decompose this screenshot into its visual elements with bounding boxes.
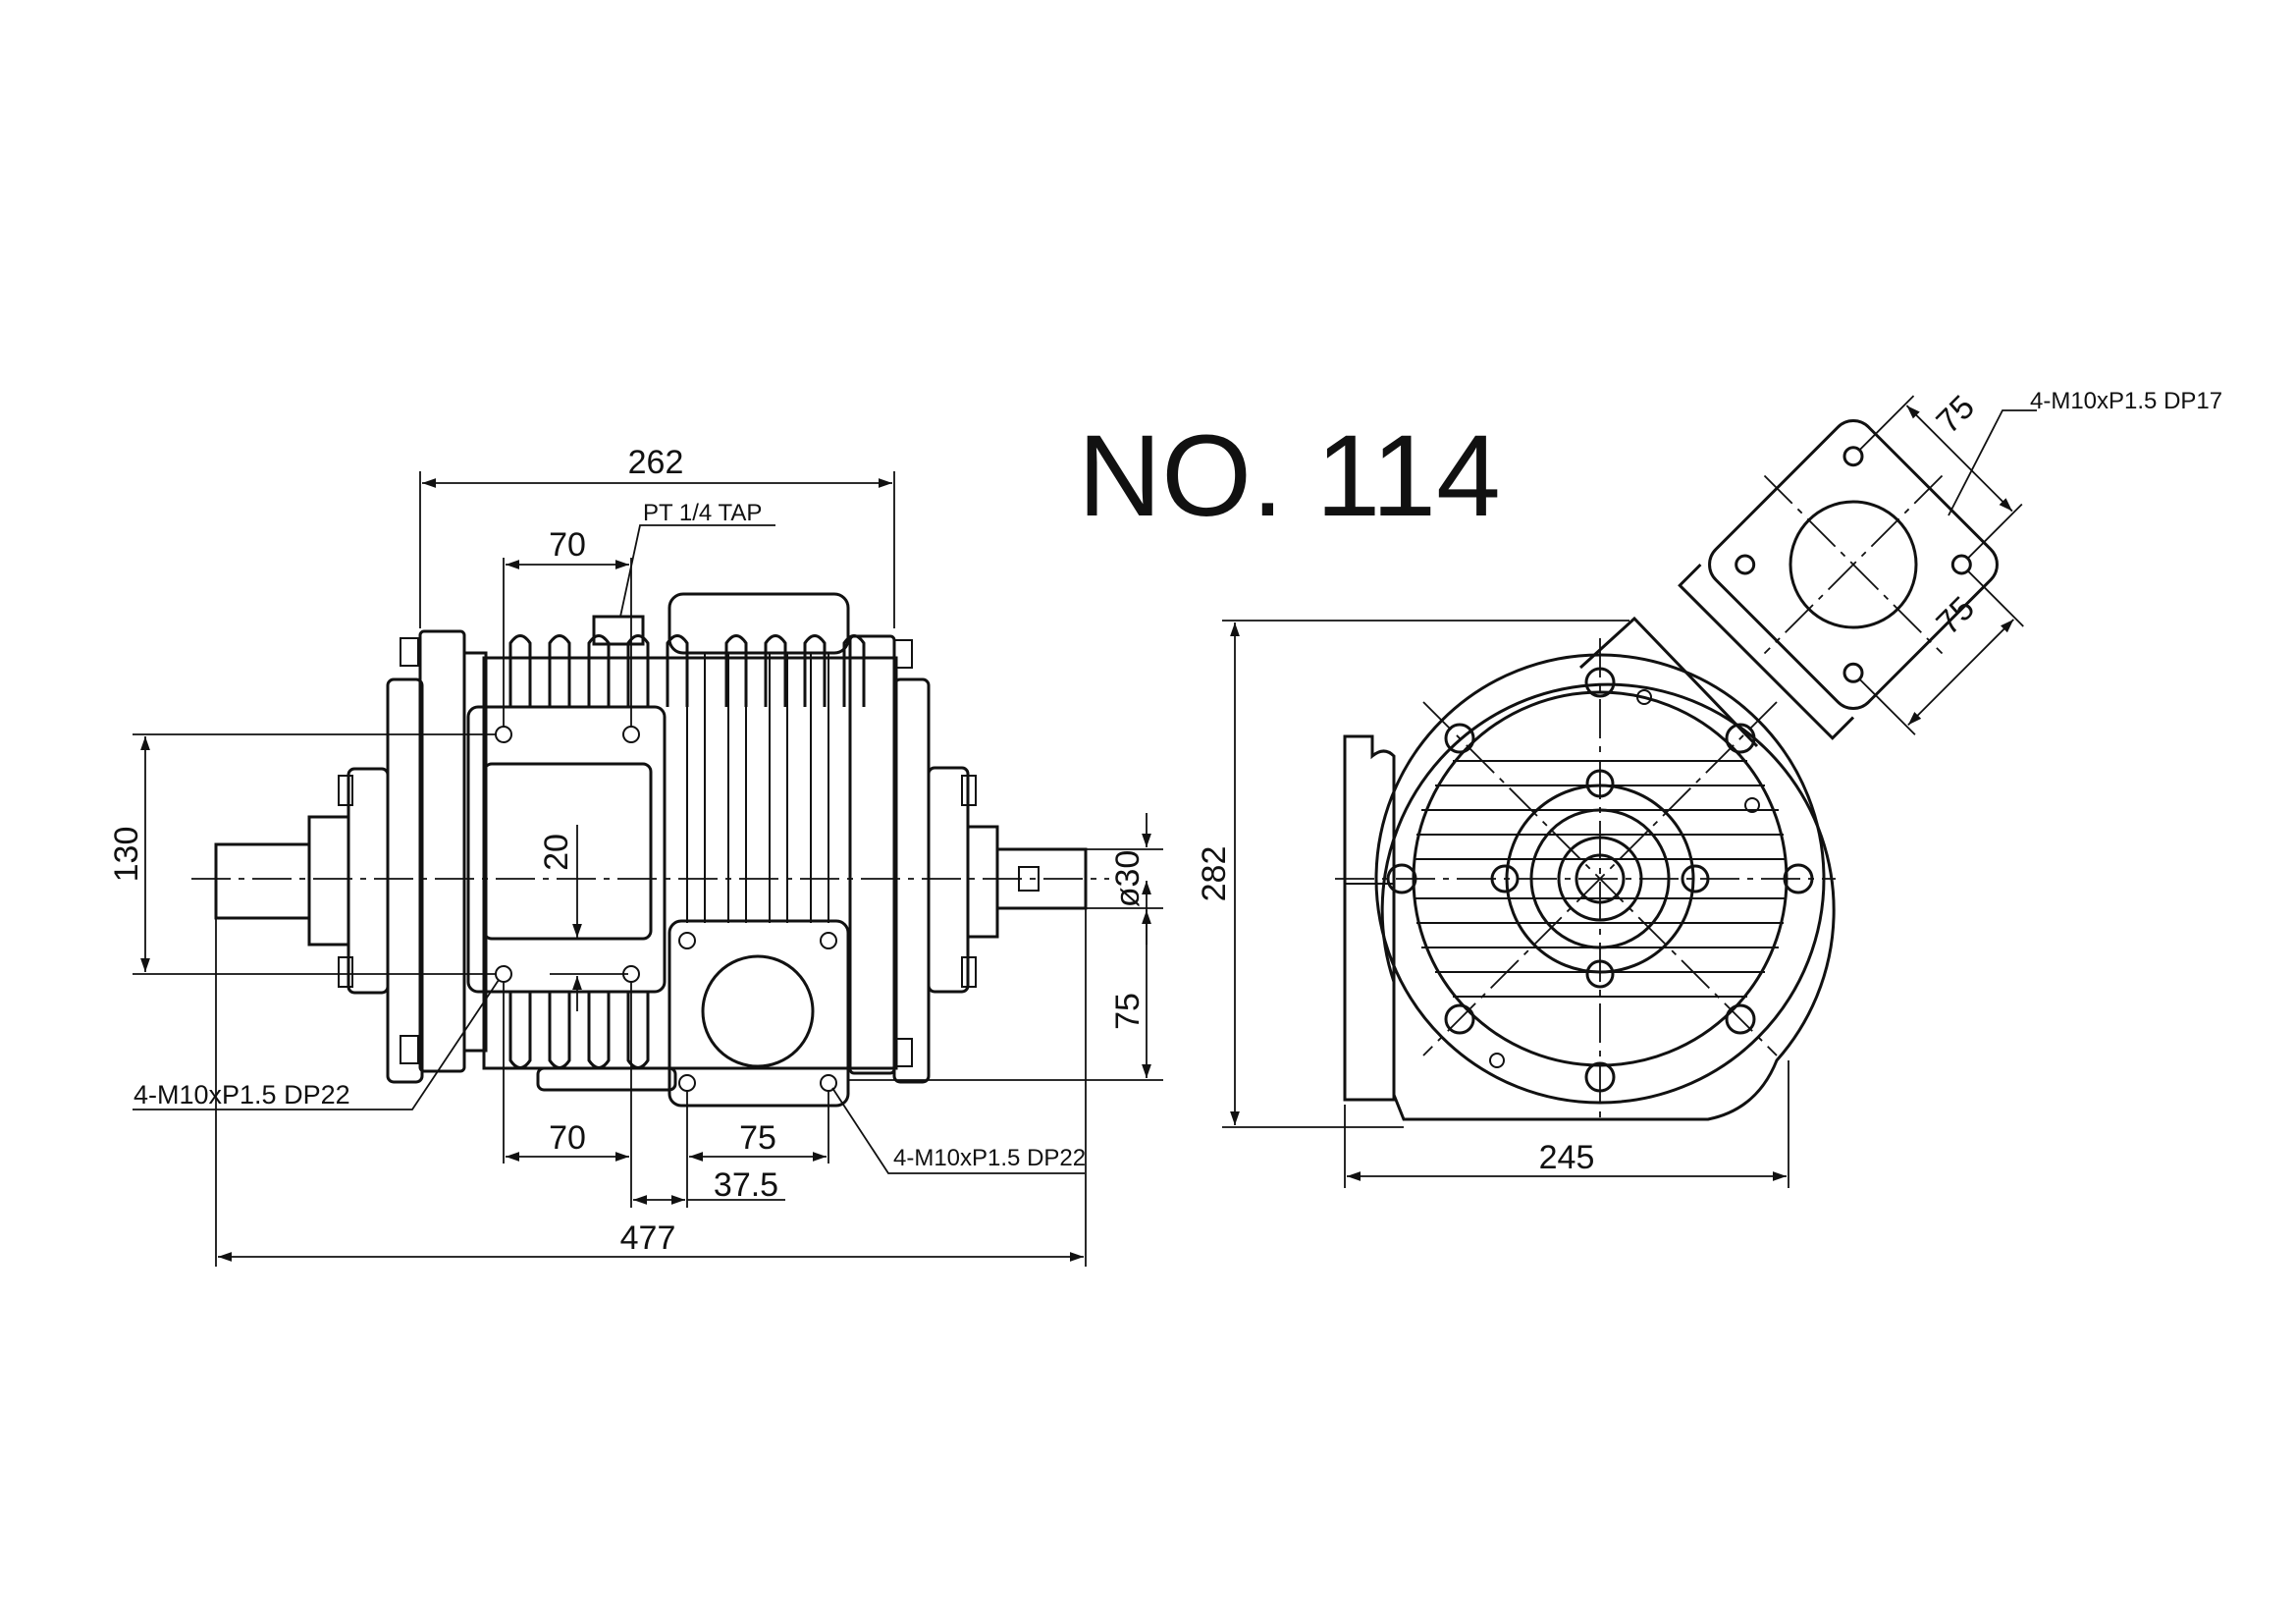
end-centerline-d2 — [1422, 701, 1778, 1056]
right-flange-bolt-1 — [893, 639, 913, 669]
flange-detail — [1678, 395, 2024, 740]
dim-70-bottom: 70 — [549, 1119, 586, 1157]
left-shaft — [214, 842, 311, 920]
detail-bolt-3 — [1735, 554, 1756, 575]
right-bolt-bottom — [961, 956, 977, 988]
port-window — [482, 762, 653, 941]
detail-bolt-4 — [1842, 662, 1864, 683]
outlet-bolt-3 — [678, 1074, 696, 1092]
dim-130: 130 — [108, 827, 145, 883]
dim-282: 282 — [1196, 846, 1233, 902]
end-view — [1335, 616, 1836, 1121]
tap-port — [592, 615, 645, 646]
dim-70-top: 70 — [549, 526, 586, 564]
left-end-cover — [386, 677, 424, 1084]
outlet-bolt-4 — [820, 1074, 837, 1092]
note-thread-flange: 4-M10xP1.5 DP17 — [2030, 388, 2222, 414]
outlet-bore — [701, 954, 815, 1068]
dim-75-flange: 75 — [739, 1119, 776, 1157]
body-fins — [686, 653, 829, 923]
tapped-hole-1 — [1636, 689, 1652, 705]
outlet-bolt-1 — [678, 932, 696, 949]
left-bearing-cover — [347, 767, 390, 995]
left-shaft-hub — [307, 815, 350, 947]
right-bolt-top — [961, 775, 977, 806]
outlet-neck — [1578, 616, 1759, 748]
dim-75-right: 75 — [1109, 993, 1147, 1030]
tapped-hole-3 — [1489, 1053, 1505, 1068]
port-bolt-2 — [622, 726, 640, 743]
dim-20: 20 — [538, 834, 575, 871]
note-thread-left: 4-M10xP1.5 DP22 — [133, 1080, 350, 1110]
dim-245: 245 — [1539, 1139, 1595, 1176]
drawing-title: NO. 114 — [1078, 411, 1501, 541]
flange-bolt-8 — [1725, 1003, 1756, 1035]
outlet-bolt-2 — [820, 932, 837, 949]
dim-flange-75-a: 75 — [1929, 388, 1982, 441]
detail-bolt-1 — [1842, 446, 1864, 467]
bottom-fins — [508, 992, 650, 1069]
dim-37-5: 37.5 — [714, 1166, 778, 1204]
thread-flange-leader — [1948, 409, 2037, 516]
note-tap: PT 1/4 TAP — [643, 500, 762, 526]
outlet-flange — [667, 919, 850, 1108]
port-plate — [466, 705, 667, 994]
left-flange — [418, 629, 466, 1073]
dim-shaft-diameter: ø30 — [1109, 850, 1147, 908]
bottom-foot — [536, 1066, 677, 1092]
detail-centerline-v — [1763, 474, 1944, 655]
left-bolt-top — [338, 775, 353, 806]
left-bolt-bottom — [338, 956, 353, 988]
side-view-dimensions: 262 PT 1/4 TAP 70 130 20 4-M10xP1.5 DP22… — [108, 444, 1163, 1267]
right-shaft-hub — [966, 825, 999, 939]
detail-flange-edge — [1678, 563, 1855, 740]
dim-477: 477 — [620, 1219, 676, 1257]
detail-bolt-2 — [1950, 554, 1972, 575]
side-view — [191, 592, 1109, 1108]
left-flange-ring — [462, 651, 488, 1053]
right-flange — [848, 634, 896, 1075]
tapped-hole-2 — [1744, 797, 1760, 813]
left-flange-bolt-2 — [400, 1035, 419, 1064]
note-thread-mid: 4-M10xP1.5 DP22 — [893, 1145, 1086, 1171]
port-bolt-1 — [495, 726, 512, 743]
top-outlet-housing — [667, 592, 850, 655]
left-flange-bolt-1 — [400, 637, 419, 667]
right-end-cover — [892, 677, 931, 1084]
end-view-dimensions: 282 245 — [1196, 620, 1789, 1188]
flange-bolt-6 — [1725, 723, 1756, 754]
port-bolt-3 — [495, 965, 512, 983]
mounting-foot — [1343, 734, 1396, 1102]
flange-bolt-7 — [1444, 1003, 1475, 1035]
dim-262: 262 — [628, 444, 684, 481]
flange-bolt-5 — [1444, 723, 1475, 754]
